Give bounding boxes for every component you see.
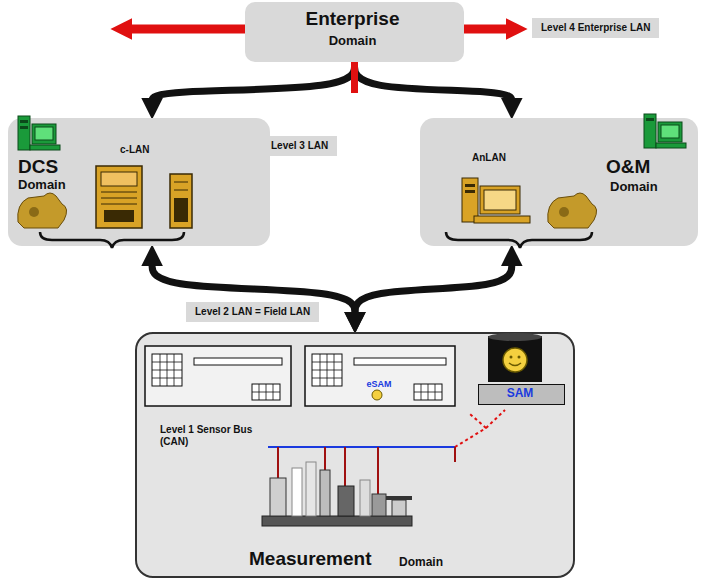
enterprise-box: EnterpriseDomain <box>245 2 464 62</box>
text-slot: SAM <box>479 387 561 401</box>
controller-cabinet <box>96 166 192 228</box>
lan-label: Level 4 Enterprise LAN <box>532 18 659 38</box>
node-title: SAM <box>479 387 561 401</box>
node-title: Measurement <box>249 548 372 570</box>
node-title: AnLAN <box>472 152 506 164</box>
node-text: Domain <box>610 180 658 195</box>
lan-connector <box>355 262 512 316</box>
machine-icon <box>18 193 67 228</box>
node-text: c-LAN <box>120 144 149 156</box>
lan-label: Level 2 LAN = Field LAN <box>186 302 319 322</box>
sensor-bus <box>268 446 455 448</box>
text-slot: DCS <box>18 156 58 178</box>
node-text: O&M <box>606 156 650 178</box>
sensor-array <box>262 462 412 526</box>
text-slot: c-LAN <box>120 144 149 156</box>
node-title: DCS <box>18 156 58 178</box>
lan-label: Level 3 LAN <box>262 136 337 156</box>
wireless-link <box>455 410 505 447</box>
measurement-rack <box>145 346 291 406</box>
node-text: Domain <box>399 556 443 570</box>
lan-label-text: Level 4 Enterprise LAN <box>541 22 650 34</box>
lan-label-text: Level 2 LAN = Field LAN <box>195 306 310 318</box>
text-slot: Domain <box>18 178 66 193</box>
measurement-rack <box>305 346 455 406</box>
enterprise-trunk <box>351 62 358 93</box>
workstation-icon <box>644 114 686 148</box>
text-slot: Measurement <box>249 548 372 570</box>
text-slot: eSAM <box>358 379 400 389</box>
bracket <box>40 232 184 248</box>
analysis-workstation <box>462 178 530 223</box>
text-slot: Enterprise <box>245 8 460 30</box>
bracket <box>446 232 592 248</box>
sam-unit <box>488 333 542 382</box>
label-slot: Level 1 Sensor Bus (CAN) <box>160 424 264 447</box>
lan-connector <box>355 62 512 102</box>
node-title: Enterprise <box>245 8 460 30</box>
text-slot: O&M <box>606 156 650 178</box>
machine-icon <box>548 193 597 228</box>
text-slot: Domain <box>399 556 443 570</box>
workstation-icon <box>18 116 60 150</box>
sam-box: SAM <box>478 384 565 405</box>
node-text: Domain <box>18 178 66 193</box>
text-slot: Domain <box>245 34 460 49</box>
lan-label-text: Level 3 LAN <box>271 140 328 152</box>
lan-connector <box>152 62 354 102</box>
node-title: eSAM <box>358 379 400 389</box>
esam-icon <box>372 390 382 400</box>
text-slot: Domain <box>610 180 658 195</box>
bus-label: Level 1 Sensor Bus (CAN) <box>160 424 264 447</box>
node-text: Domain <box>245 34 460 49</box>
text-slot: AnLAN <box>472 152 506 164</box>
